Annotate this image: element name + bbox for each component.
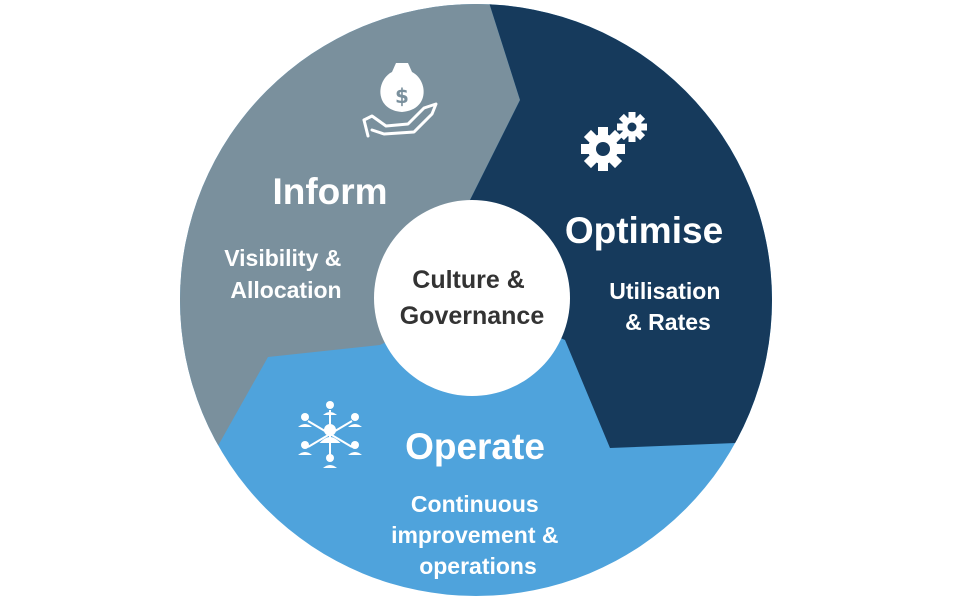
svg-text:Continuous improvement &: Continuous improvement & operations	[391, 491, 565, 579]
inform-subtitle-line-1: Visibility &	[224, 245, 341, 271]
inform-subtitle-line-2: Allocation	[230, 277, 341, 303]
optimise-subtitle-line-1: Utilisation	[609, 278, 720, 304]
center-line-2: Governance	[400, 302, 545, 330]
svg-text:Utilisation & Rates: Utilisation & Rates	[609, 278, 727, 335]
operate-subtitle-line-3: operations	[419, 553, 537, 579]
svg-text:Culture & Governance: Culture & Governance	[400, 266, 545, 330]
svg-text:$: $	[395, 84, 409, 108]
operate-title: Operate	[405, 426, 545, 467]
optimise-title: Optimise	[565, 210, 723, 251]
operate-subtitle-line-1: Continuous	[411, 491, 539, 517]
inform-title: Inform	[272, 171, 387, 212]
money-bag-hand-icon: $	[362, 63, 438, 138]
optimise-subtitle-line-2: & Rates	[625, 309, 711, 335]
center-line-1: Culture &	[412, 266, 525, 294]
gears-icon	[581, 112, 647, 171]
people-network-icon	[298, 401, 362, 468]
operate-subtitle-line-2: improvement &	[391, 522, 558, 548]
center-circle	[374, 200, 570, 396]
svg-text:Visibility & Allocation: Visibility & Allocation	[224, 245, 348, 303]
